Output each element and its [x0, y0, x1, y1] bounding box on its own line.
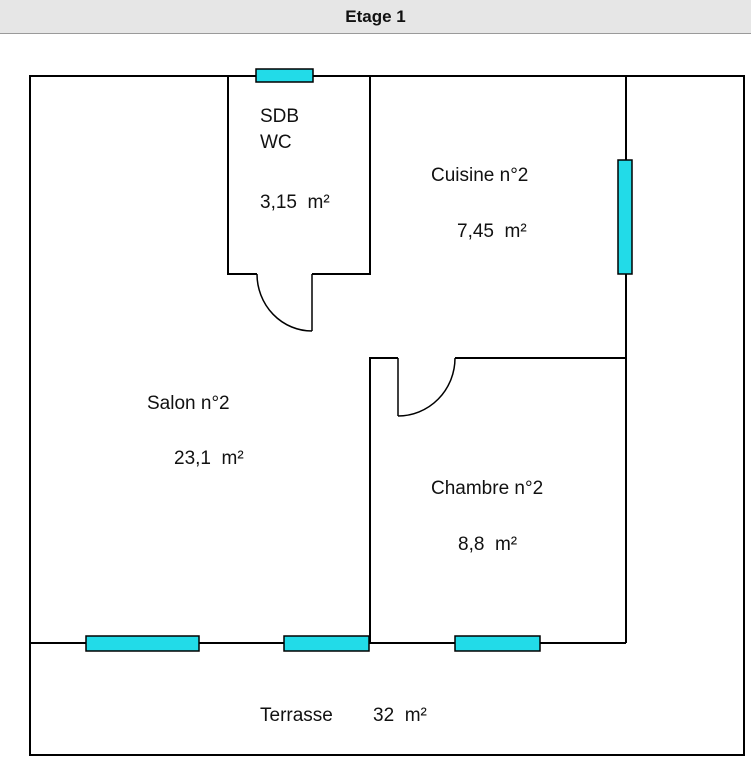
chambre-label: Chambre n°2: [431, 478, 543, 499]
sdb-area: 3,15 m²: [260, 192, 330, 213]
window-salon-1: [85, 635, 200, 652]
salon-label: Salon n°2: [147, 393, 230, 414]
window-chambre: [454, 635, 541, 652]
terrasse-label: Terrasse: [260, 705, 333, 726]
sdb-label-line1: SDB: [260, 106, 299, 127]
cuisine-label: Cuisine n°2: [431, 165, 528, 186]
salon-area: 23,1 m²: [174, 448, 244, 469]
cuisine-area: 7,45 m²: [457, 221, 527, 242]
floor-title-bar: Etage 1: [0, 0, 751, 34]
terrasse-area: 32 m²: [373, 705, 427, 726]
chambre-door-swing: [397, 357, 456, 417]
sdb-wall: [227, 76, 257, 275]
window-salon-2: [283, 635, 370, 652]
window-sdb: [255, 68, 314, 83]
window-cuisine: [617, 159, 633, 275]
sdb-door-swing: [256, 273, 313, 332]
terrace-wall: [29, 75, 745, 756]
sdb-label-line2: WC: [260, 132, 292, 153]
sdb-wall-right: [312, 76, 371, 275]
chambre-area: 8,8 m²: [458, 534, 517, 555]
floor-title: Etage 1: [345, 6, 406, 26]
outer-wall: [29, 75, 627, 643]
chambre-wall-left: [369, 357, 398, 643]
